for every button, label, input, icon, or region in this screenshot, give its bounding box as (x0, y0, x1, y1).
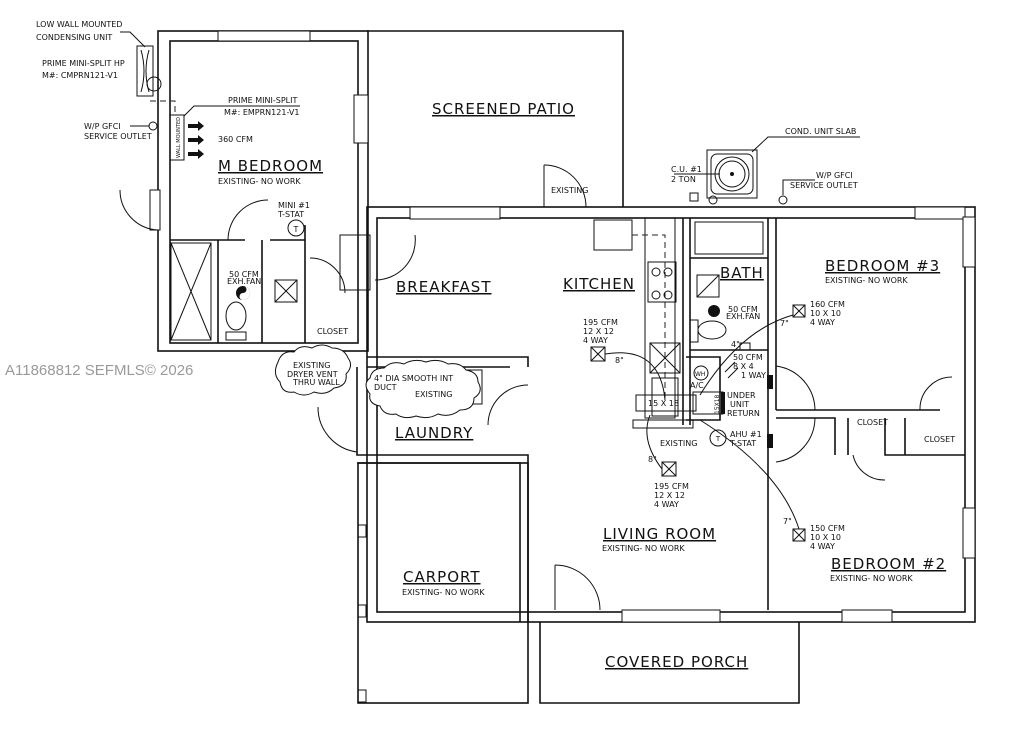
note-gfci-left-2: SERVICE OUTLET (84, 132, 152, 141)
note-dryer-vent-3: THRU WALL (292, 378, 340, 387)
room-label-closet-2: CLOSET (924, 435, 955, 444)
note-hall-vent-2: 8 X 4 (733, 362, 754, 371)
note-duct-7-b2: 7" (783, 517, 792, 526)
note-bath-exh-2: EXH.FAN (726, 312, 760, 321)
note-mini-split-hp-2: M#: CMPRN121-V1 (42, 71, 118, 80)
note-kitchen-vent-1: 195 CFM (583, 318, 618, 327)
note-ahu-tstat-2: T-STAT (729, 439, 756, 448)
room-label-m-bedroom: M BEDROOM (218, 157, 323, 175)
note-duct-8-living: 8" (648, 455, 657, 464)
note-exh-fan-master-2: EXH.FAN (227, 277, 261, 286)
note-cu1-1: C.U. #1 (671, 165, 702, 174)
ahu-tstat-symbol: T (715, 435, 721, 443)
note-mini-split-hp-1: PRIME MINI-SPLIT HP (42, 59, 125, 68)
note-kitchen-vent-2: 12 X 12 (583, 327, 614, 336)
note-bath-exh-1: 50 CFM (728, 305, 758, 314)
note-b2-vent-1: 150 CFM (810, 524, 845, 533)
note-duct-8-kitchen: 8" (615, 356, 624, 365)
note-b3-vent-3: 4 WAY (810, 318, 835, 327)
note-mini-tstat-2: T-STAT (277, 210, 304, 219)
note-b3-vent-2: 10 X 10 (810, 309, 841, 318)
note-under-unit-2: UNIT (730, 400, 749, 409)
note-kitchen-vent-3: 4 WAY (583, 336, 608, 345)
note-under-unit-1: UNDER (727, 391, 756, 400)
note-duct-dia-2: DUCT (374, 383, 397, 392)
tstat-symbol: T (293, 225, 299, 234)
room-label-bedroom-3: BEDROOM #3 (825, 257, 940, 275)
note-b2-vent-3: 4 WAY (810, 542, 835, 551)
note-existing-patio: EXISTING (551, 186, 588, 195)
note-mini-split-1: PRIME MINI-SPLIT (228, 96, 297, 105)
note-under-unit-3: RETURN (727, 409, 760, 418)
room-label-bath: BATH (720, 264, 764, 282)
note-mini-tstat-1: MINI #1 (278, 201, 310, 210)
mls-watermark: A11868812 SEFMLS© 2026 (5, 362, 193, 379)
note-wall-mounted: WALL MOUNTED (176, 117, 182, 158)
revision-clouds (274, 344, 481, 419)
note-existing-laundry: EXISTING (415, 390, 452, 399)
room-label-kitchen: KITCHEN (563, 275, 635, 293)
condensing-unit-slab (674, 136, 860, 205)
note-mini-split-2: M#: EMPRN121-V1 (224, 108, 299, 117)
note-b2-vent-2: 10 X 10 (810, 533, 841, 542)
room-label-screened-patio: SCREENED PATIO (432, 100, 575, 118)
note-dryer-vent-1: EXISTING (293, 361, 330, 370)
room-status-bedroom-3: EXISTING- NO WORK (825, 276, 908, 285)
master-bedroom-walls (119, 30, 369, 352)
note-360-cfm: 360 CFM (218, 135, 253, 144)
room-label-laundry: LAUNDRY (395, 424, 473, 442)
note-water-heater: WH (695, 371, 705, 378)
room-label-living-room: LIVING ROOM (603, 525, 716, 543)
note-gfci-right-2: SERVICE OUTLET (790, 181, 858, 190)
note-condensing-unit-1: LOW WALL MOUNTED (36, 20, 122, 29)
room-label-carport: CARPORT (403, 568, 481, 586)
note-b3-vent-1: 160 CFM (810, 300, 845, 309)
hvac-ductwork (590, 304, 806, 542)
note-dryer-vent-2: DRYER VENT (287, 370, 338, 379)
note-hall-vent-3: 1 WAY (741, 371, 766, 380)
note-hall-vent-1: 50 CFM (733, 353, 763, 362)
note-exh-fan-master-1: 50 CFM (229, 270, 259, 279)
room-label-closet-master: CLOSET (317, 327, 348, 336)
note-ahu-tstat-1: AHU #1 (730, 430, 762, 439)
note-existing-kitchen: EXISTING (660, 439, 697, 448)
note-duct-7-b3: 7" (780, 319, 789, 328)
note-gfci-right-1: W/P GFCI (816, 171, 853, 180)
note-gfci-left-1: W/P GFCI (84, 122, 121, 131)
note-duct-dia-1: 4" DIA SMOOTH INT (374, 374, 453, 383)
room-status-living-room: EXISTING- NO WORK (602, 544, 685, 553)
note-cond-slab: COND. UNIT SLAB (785, 127, 856, 136)
note-living-vent-3: 4 WAY (654, 500, 679, 509)
room-label-covered-porch: COVERED PORCH (605, 653, 748, 671)
room-status-carport: EXISTING- NO WORK (402, 588, 485, 597)
note-return-size: 15X18 (714, 394, 721, 414)
note-cu1-2: 2 TON (671, 175, 696, 184)
note-living-vent-1: 195 CFM (654, 482, 689, 491)
note-duct-4: 4" (731, 340, 740, 349)
room-label-closet-1: CLOSET (857, 418, 888, 427)
low-wall-condensing-unit (120, 31, 300, 161)
screened-patio-walls (367, 30, 624, 208)
note-grille: 15 X 18 (648, 399, 679, 408)
note-living-vent-2: 12 X 12 (654, 491, 685, 500)
room-status-m-bedroom: EXISTING- NO WORK (218, 177, 301, 186)
main-house-walls (317, 206, 976, 704)
room-label-bedroom-2: BEDROOM #2 (831, 555, 946, 573)
room-label-breakfast: BREAKFAST (396, 278, 491, 296)
note-ac: A/C (690, 381, 704, 390)
room-status-bedroom-2: EXISTING- NO WORK (830, 574, 913, 583)
note-condensing-unit-2: CONDENSING UNIT (36, 33, 112, 42)
